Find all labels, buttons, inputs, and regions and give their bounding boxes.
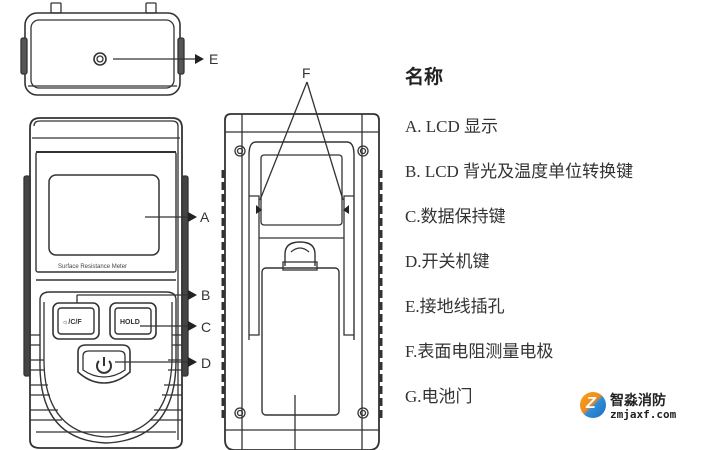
- product-diagram: E Surface Resistance Mete: [20, 2, 383, 450]
- screw-icon: [357, 407, 369, 419]
- legend-title: 名称: [405, 66, 444, 88]
- screw-icon: [357, 145, 369, 157]
- device-top-view: [20, 2, 204, 96]
- legend-item-e: E.接地线插孔: [405, 297, 505, 316]
- legend-item-f: F.表面电阻测量电极: [405, 342, 554, 361]
- screw-icon: [234, 145, 246, 157]
- watermark-name: 智淼消防: [610, 393, 666, 409]
- hold-label: HOLD: [120, 319, 140, 326]
- power-button[interactable]: [77, 344, 131, 384]
- callout-e: E: [209, 51, 218, 67]
- callout-b: B: [201, 287, 210, 303]
- callout-a: A: [200, 209, 210, 225]
- device-front-view: [23, 117, 189, 449]
- callout-f: F: [302, 65, 311, 81]
- legend-panel: 名称 A. LCD 显示 B. LCD 背光及温度单位转换键 C.数据保持键 D…: [405, 62, 705, 419]
- legend-item-c: C.数据保持键: [405, 207, 506, 226]
- device-back-view: [221, 113, 383, 450]
- screw-icon: [234, 407, 246, 419]
- watermark: Z 智淼消防 zmjaxf.com: [580, 390, 700, 430]
- callout-c: C: [201, 319, 211, 335]
- callout-d: D: [201, 355, 211, 371]
- hold-button[interactable]: [109, 302, 157, 340]
- backlight-unit-button[interactable]: [52, 302, 100, 340]
- watermark-url: zmjaxf.com: [610, 408, 677, 421]
- backlight-unit-label: ☼/C/F: [62, 319, 82, 326]
- battery-door: [261, 267, 340, 416]
- legend-item-d: D.开关机键: [405, 252, 490, 271]
- lcd-display: [48, 174, 160, 256]
- legend-item-a: A. LCD 显示: [405, 117, 499, 136]
- power-icon: [96, 357, 112, 374]
- model-text: Surface Resistance Meter: [58, 264, 127, 270]
- ground-jack-icon: [93, 52, 107, 66]
- watermark-logo-icon: Z: [580, 392, 606, 418]
- legend-item-g: G.电池门: [405, 387, 473, 406]
- legend-item-b: B. LCD 背光及温度单位转换键: [405, 162, 634, 181]
